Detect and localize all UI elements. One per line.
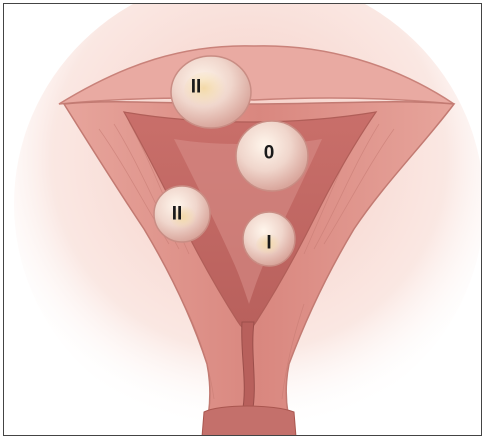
uterus-illustration [4, 4, 482, 436]
cervix [202, 406, 296, 436]
label-top-fibroid: II [176, 78, 216, 97]
label-left-fibroid: II [157, 205, 197, 224]
illustration-frame: II 0 II I [3, 3, 482, 436]
label-center-fibroid: 0 [249, 144, 289, 163]
label-lower-fibroid: I [249, 234, 289, 253]
